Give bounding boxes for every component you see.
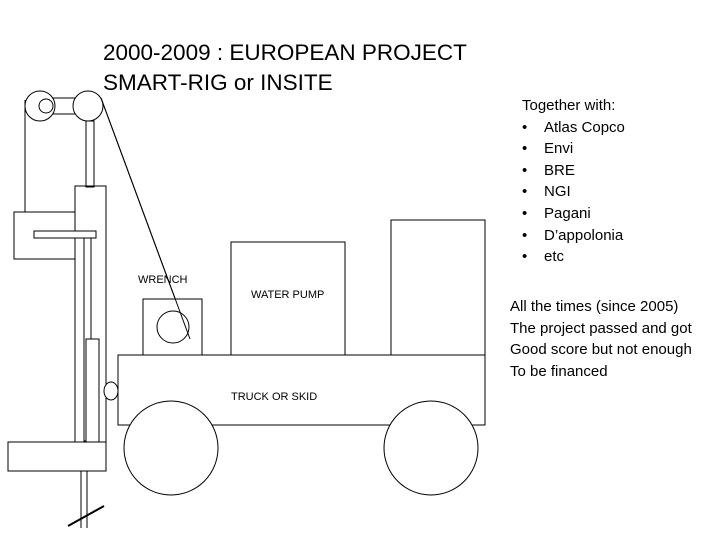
mast-cylinder bbox=[85, 338, 100, 443]
note-line: Good score but not enough bbox=[510, 341, 692, 359]
title-line-2: SMART-RIG or INSITE bbox=[103, 70, 333, 95]
wrench-box bbox=[142, 298, 203, 356]
mast-upper bbox=[85, 120, 95, 188]
left-pulley-hub bbox=[38, 98, 54, 114]
partners-items: Atlas Copco Envi BRE NGI Pagani D’appolo… bbox=[522, 117, 625, 268]
partner-item: D’appolonia bbox=[522, 225, 625, 247]
mast-clamp-bar bbox=[33, 230, 97, 239]
right-pulley bbox=[72, 90, 104, 122]
wrench-gear bbox=[156, 310, 190, 344]
water-pump-box bbox=[230, 241, 346, 356]
partners-heading: Together with: bbox=[522, 97, 616, 114]
truck-label: TRUCK OR SKID bbox=[231, 391, 317, 403]
partner-item: Envi bbox=[522, 138, 625, 160]
slide-title: 2000-2009 : EUROPEAN PROJECT SMART-RIG o… bbox=[103, 38, 467, 98]
partner-item: Atlas Copco bbox=[522, 117, 625, 139]
note-line: All the times (since 2005) bbox=[510, 298, 679, 315]
note-line: The project passed and got bbox=[510, 319, 692, 337]
funding-note: All the times (since 2005) The project p… bbox=[510, 296, 692, 382]
partner-item: etc bbox=[522, 246, 625, 268]
mast bbox=[7, 120, 119, 528]
mast-base-plate bbox=[7, 441, 107, 472]
partner-item: BRE bbox=[522, 160, 625, 182]
wrench-label: WRENCH bbox=[138, 274, 188, 286]
drill-bit bbox=[67, 505, 105, 527]
water-pump-label: WATER PUMP bbox=[251, 289, 324, 301]
mast-pivot bbox=[103, 381, 119, 401]
wrench: WRENCH bbox=[138, 274, 203, 356]
cable-lower bbox=[100, 97, 191, 340]
partner-item: NGI bbox=[522, 181, 625, 203]
note-line: To be financed bbox=[510, 362, 608, 380]
water-pump: WATER PUMP bbox=[230, 241, 346, 356]
rear-wheel bbox=[383, 400, 479, 496]
title-line-1: 2000-2009 : EUROPEAN PROJECT bbox=[103, 40, 467, 65]
truck: TRUCK OR SKID bbox=[117, 354, 486, 496]
front-wheel bbox=[123, 400, 219, 496]
partners-list: Together with: Atlas Copco Envi BRE NGI … bbox=[522, 95, 625, 268]
partner-item: Pagani bbox=[522, 203, 625, 225]
tank-box bbox=[390, 219, 486, 356]
